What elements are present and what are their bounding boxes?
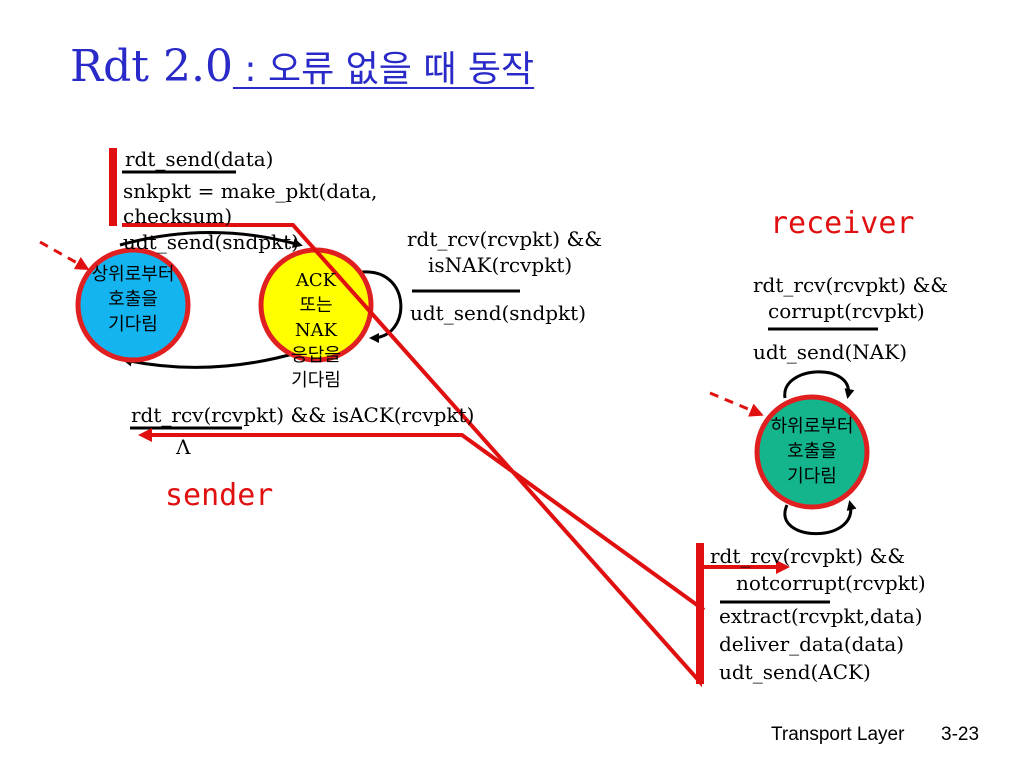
state-sender-wait-ack-label: ACK 또는 NAK 응답을 기다림 (291, 270, 341, 391)
arc-ack-transition (122, 350, 301, 369)
initial-pointer-receiver (709, 391, 764, 417)
sender-nak-action: udt_send(sndpkt) (410, 301, 587, 325)
footer-page-number: 3-23 (941, 724, 980, 745)
arc-nak-selfloop (361, 270, 403, 343)
sender-ack-action: Λ (176, 435, 191, 459)
sender-send-action-2: checksum) (123, 204, 233, 228)
receiver-corrupt-action: udt_send(NAK) (753, 340, 907, 364)
highlight-return-path (138, 428, 706, 612)
receiver-corrupt-event-1: rdt_rcv(rcvpkt) && (753, 273, 949, 297)
receiver-notcorrupt-action-1: extract(rcvpkt,data) (719, 604, 923, 628)
arc-notcorrupt-selfloop (783, 500, 857, 536)
sender-nak-event-2: isNAK(rcvpkt) (428, 253, 573, 277)
sender-send-event: rdt_send(data) (125, 147, 274, 171)
state-receiver-wait-label: 하위로부터 호출을 기다림 (770, 416, 854, 487)
arc-corrupt-selfloop (783, 370, 855, 399)
title-subtitle: : 오류 없을 때 동작 (232, 49, 535, 90)
receiver-role-label: receiver (770, 206, 915, 241)
sender-send-action-3: udt_send(sndpkt) (123, 230, 300, 254)
receiver-notcorrupt-event-1: rdt_rcv(rcvpkt) && (710, 544, 906, 568)
sender-role-label: sender (165, 478, 274, 513)
title-main: Rdt 2.0 (70, 41, 233, 92)
arc-send-transition (119, 231, 303, 248)
highlight-path (122, 223, 702, 688)
state-receiver-wait (754, 394, 870, 510)
receiver-notcorrupt-action-2: deliver_data(data) (719, 632, 905, 656)
footer-label: Transport Layer (771, 724, 905, 745)
receiver-notcorrupt-action-3: udt_send(ACK) (719, 660, 871, 684)
initial-pointer-sender (39, 240, 90, 270)
state-sender-wait-call (75, 247, 191, 363)
slide-title: Rdt 2.0 : 오류 없을 때 동작 (70, 40, 534, 92)
receiver-corrupt-event-2: corrupt(rcvpkt) (768, 299, 925, 323)
sender-send-action-1: snkpkt = make_pkt(data, (123, 179, 378, 203)
state-sender-wait-call-label: 상위로부터 호출을 기다림 (91, 264, 175, 335)
sender-nak-event-1: rdt_rcv(rcvpkt) && (407, 227, 603, 251)
receiver-notcorrupt-event-2: notcorrupt(rcvpkt) (736, 571, 926, 595)
sender-ack-event: rdt_rcv(rcvpkt) && isACK(rcvpkt) (131, 403, 475, 427)
